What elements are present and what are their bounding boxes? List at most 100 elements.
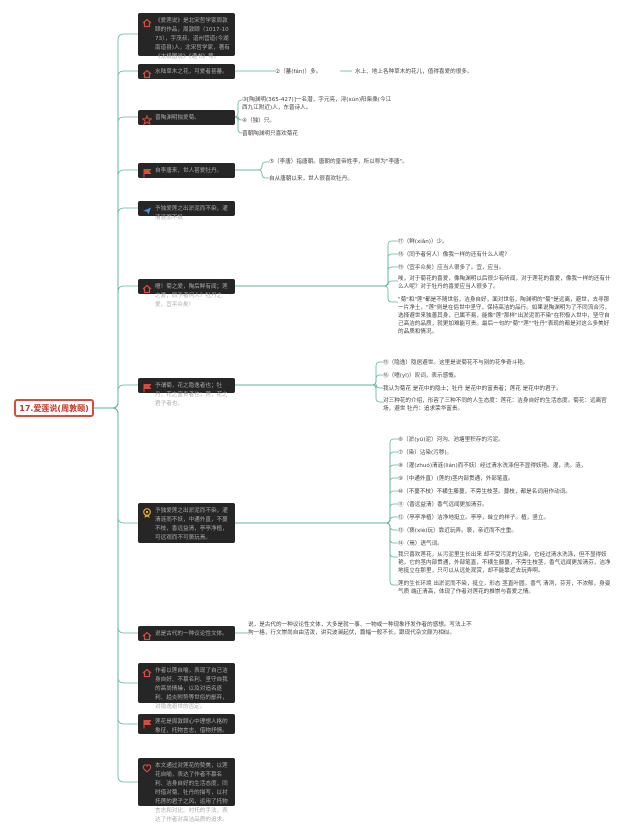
branch-text: 水陆草木之花，可爱者甚蕃。 — [155, 69, 228, 75]
leaf-note: ⑯（噫(yī)）叹词，表示感慨。 — [383, 373, 460, 379]
branch-text: 予独爱莲之出淤泥而不染，濯清涟而不妖 — [155, 206, 228, 221]
root-node[interactable]: 17.爱莲说(周敦颐) — [14, 399, 94, 417]
leaf-connector — [235, 285, 398, 303]
branch-lotus-love[interactable]: 予独爱莲之出淤泥而不染，濯清涟而不妖 — [138, 201, 235, 221]
branch-three-flowers[interactable]: 予谓菊，花之隐逸者也；牡丹，花之富贵者也；莲，花之君子者也。 — [138, 378, 235, 407]
leaf-connector — [233, 116, 243, 134]
leaf-connector — [235, 253, 398, 287]
branch-text: 《爱莲说》是北宋哲学家周敦颐的作品，周敦颐（1017-1073），字茂叔，道州营… — [155, 18, 230, 60]
leaf-connector — [235, 477, 398, 524]
leaf-connector — [235, 374, 383, 386]
branch-connector — [94, 33, 138, 409]
leaf-connector — [235, 464, 398, 524]
branch-intro[interactable]: 《爱莲说》是北宋哲学家周敦颐的作品，周敦颐（1017-1073），字茂叔，道州营… — [138, 13, 235, 60]
leaf-note: ②（蕃(fán)）多。 — [275, 69, 322, 75]
leaf-connector — [235, 522, 398, 586]
branch-text: 予独爱莲之出淤泥而不染，濯清涟而不妖，中通外直，不蔓不枝，香远益清，亭亭净植，可… — [155, 508, 228, 541]
leaf-note: ③[陶渊明(365-427)]一名潜，字元亮，浔(xún)阳柴桑(今江西九江附近… — [242, 97, 392, 111]
branch-connector — [94, 285, 138, 409]
branch-text: 噫！菊之爱，陶后鲜有闻；莲之爱，同予者何人？牡丹之爱，宜乎众矣！ — [155, 284, 228, 308]
leaf-connector — [235, 516, 398, 524]
leaf-note: ⑰（鲜(xiǎn)）少。 — [398, 239, 448, 245]
leaf-connector — [235, 503, 398, 524]
badge-icon — [142, 508, 152, 518]
leaf-note: ⑦（染）沾染(污秽)。 — [398, 450, 453, 456]
leaf-connector — [235, 522, 398, 531]
branch-sigh[interactable]: 噫！菊之爱，陶后鲜有闻；莲之爱，同予者何人？牡丹之爱，宜乎众矣！ — [138, 279, 235, 308]
branch-connector — [94, 207, 138, 409]
leaf-note: 水上、地上各种草木的花儿，值得喜爱的很多。 — [355, 69, 473, 75]
branch-connector — [94, 116, 138, 409]
plane-icon — [142, 206, 152, 216]
branch-text: 予谓菊，花之隐逸者也；牡丹，花之富贵者也；莲，花之君子者也。 — [155, 383, 228, 407]
leaf-connector — [235, 266, 398, 287]
flag-icon — [142, 383, 152, 393]
branch-connector — [94, 407, 138, 725]
leaf-connector — [235, 490, 398, 524]
leaf-connector — [235, 438, 398, 524]
branch-connector — [94, 407, 138, 684]
home-icon — [142, 69, 152, 79]
heart-icon — [142, 763, 152, 773]
leaf-note: "菊"和"莲"都是不随世俗，洁身自好，面对世俗，陶渊明的"菊"是远离，避世，去寻… — [398, 297, 611, 335]
branch-symbol[interactable]: 莲花是周敦颐心中理想人格的象征，托物言志，借物抒情。 — [138, 714, 235, 734]
leaf-connector — [235, 161, 269, 171]
branch-connector — [94, 407, 138, 634]
home-icon — [142, 668, 152, 678]
home-icon — [142, 284, 152, 294]
branch-connector — [94, 169, 138, 409]
leaf-connector — [233, 99, 243, 118]
leaf-note: ⑩（不蔓不枝）不横生藤蔓，不旁生枝茎。蔓枝，都是名词用作动词。 — [398, 489, 571, 495]
leaf-note: ⑱（同予者何人）像我一样的还有什么人呢？ — [398, 252, 510, 258]
leaf-note: 说，是古代的一种议论性文体，大多是就一事、一物或一种现象抒发作者的感想。写法上不… — [248, 622, 472, 636]
leaf-note: ⑫（亭亭净植）洁净地挺立。亭亭，耸立的样子。植，竖立。 — [398, 515, 550, 521]
leaf-note: 我只喜欢莲花，从污泥里生长出来 却不受污泥的沾染，它经过清水洗涤，但不显得妖艳，… — [398, 552, 611, 574]
leaf-connector — [235, 522, 398, 544]
leaf-note: ⑤（李唐）指唐朝。唐朝的皇帝姓李，所以称为"李唐"。 — [269, 159, 408, 165]
branch-connector — [94, 407, 138, 524]
leaf-connector — [235, 361, 383, 386]
leaf-connector — [235, 280, 398, 287]
leaf-note: ⑪（香远益清）香气远闻更加清芬。 — [398, 502, 488, 508]
leaf-note: ⑬（亵(xiè)玩）靠近玩弄。亵，亲近而不庄重。 — [398, 528, 517, 534]
leaf-note: ⑥（淤(yū)泥）河沟、池塘里积存的污泥。 — [398, 437, 504, 443]
branch-text: 本文通过对莲花的赞美，以莲花自喻，表达了作者不慕名利、洁身自好的生活态度，同时借… — [155, 763, 228, 823]
leaf-connector — [235, 240, 398, 287]
branch-connector — [94, 70, 138, 409]
flag-icon — [142, 719, 152, 729]
leaf-note: ⑨（中通外直）(莲的)茎内部贯通，外部笔直。 — [398, 476, 514, 482]
leaf-note: 唉，对于菊花的喜爱，像陶渊明以后很少有听闻，对于莲花的喜爱，像我一样的还有什么人… — [398, 276, 611, 290]
flag-icon — [142, 168, 152, 178]
branch-connector — [94, 407, 138, 783]
branch-lotus-description[interactable]: 予独爱莲之出淤泥而不染，濯清涟而不妖，中通外直，不蔓不枝，香远益清，亭亭净植，可… — [138, 503, 235, 543]
leaf-connector — [235, 384, 383, 403]
branch-tao[interactable]: 晋陶渊明独爱菊。 — [138, 110, 235, 125]
branch-connector — [94, 384, 138, 409]
branch-flowers[interactable]: 水陆草木之花，可爱者甚蕃。 — [138, 64, 235, 79]
branch-theme[interactable]: 作者以莲自喻，表现了自己洁身自好、不慕名利、坚守自我的高尚情操，以及对追名逐利、… — [138, 663, 235, 710]
branch-shuo-genre[interactable]: 说是古代的一种议论性文体。 — [138, 626, 235, 641]
branch-text: 作者以莲自喻，表现了自己洁身自好、不慕名利、坚守自我的高尚情操，以及对追名逐利、… — [155, 668, 228, 710]
leaf-note: 莲的生长环境 出淤泥而不染，挺立，形态 茎直叶圆，香气 清冽，芬芳，不浓郁，身姿… — [398, 581, 611, 595]
home-icon — [142, 18, 152, 28]
branch-text: 说是古代的一种议论性文体。 — [155, 631, 228, 637]
branch-text: 自李唐来，世人甚爱牡丹。 — [155, 168, 223, 174]
leaf-note: 晋朝陶渊明只喜欢菊花 — [242, 131, 298, 137]
leaf-connector — [235, 451, 398, 524]
star-icon — [142, 115, 152, 125]
leaf-note: ④（独）只。 — [242, 118, 275, 124]
branch-text: 晋陶渊明独爱菊。 — [155, 115, 200, 121]
leaf-note: 自从唐朝以来，世人很喜欢牡丹。 — [269, 176, 353, 182]
leaf-note: ⑮（隐逸）隐居避世。这里是说菊花不与别的花争奇斗艳。 — [383, 360, 529, 366]
branch-tang[interactable]: 自李唐来，世人甚爱牡丹。 — [138, 163, 235, 178]
leaf-note: ⑧（濯(zhuó)清涟(lián)而不妖）经过清水洗涤但不显得妖艳。濯，洗。涟， — [398, 463, 587, 469]
leaf-note: ⑲（宜乎众矣）应当人很多了。宜，应当。 — [398, 265, 505, 271]
leaf-connector — [235, 522, 398, 558]
leaf-note: ⑭（焉）语气词。 — [398, 541, 443, 547]
leaf-connector — [235, 169, 269, 179]
branch-summary[interactable]: 本文通过对莲花的赞美，以莲花自喻，表达了作者不慕名利、洁身自好的生活态度，同时借… — [138, 758, 235, 823]
branch-text: 莲花是周敦颐心中理想人格的象征，托物言志，借物抒情。 — [155, 719, 228, 734]
leaf-note: 我认为菊花 是花中的隐士；牡丹 是花中的富贵者；莲花 是花中的君子。 — [383, 386, 562, 392]
leaf-note: 对三种花的介绍，形容了三种不同的人生态度：莲花：洁身自好的生活态度。菊花：远离官… — [383, 398, 607, 412]
